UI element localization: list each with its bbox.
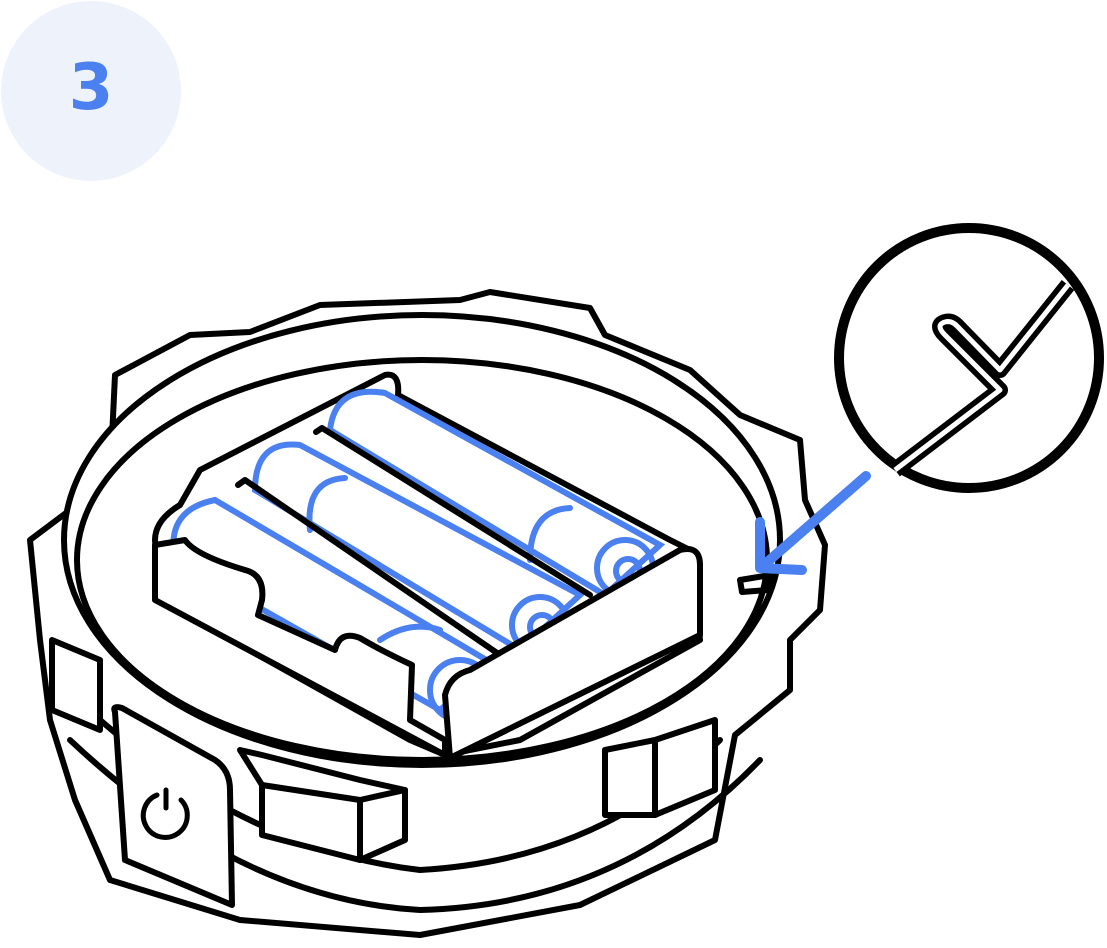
latch-notch [737,572,773,595]
step-number: 3 [68,51,114,125]
arrow-icon [755,471,871,575]
battery-2 [251,441,586,656]
tray-walls [152,425,703,761]
power-icon [140,787,190,840]
step-badge: 3 [1,1,181,181]
power-button-panel [111,704,235,908]
battery-3 [326,388,666,599]
magnify-detail-icon [834,223,1104,493]
housing-tabs [49,637,718,863]
